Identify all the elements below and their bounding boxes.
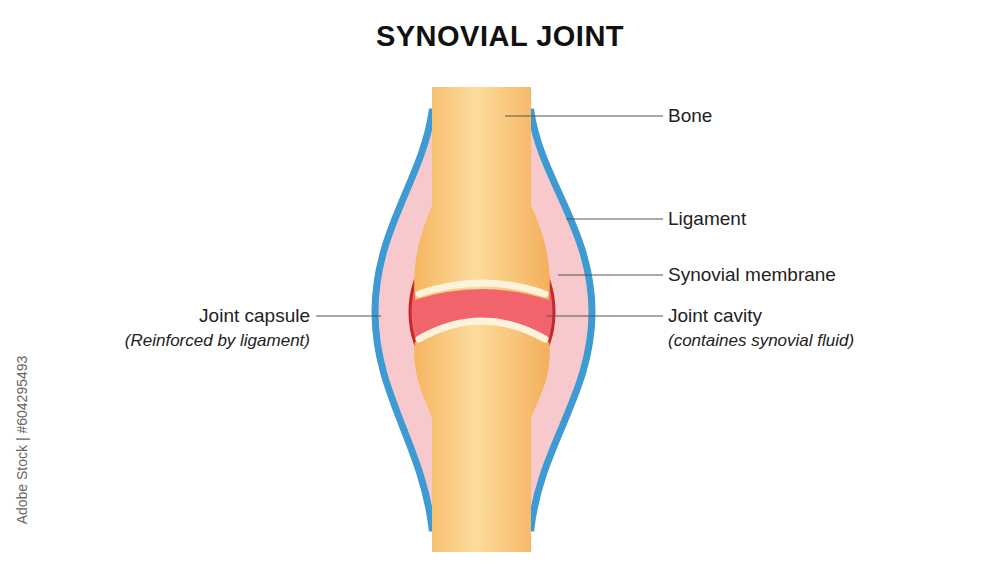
- leader-line: [505, 116, 663, 117]
- part-label: Bone: [668, 105, 712, 127]
- leader-lines: [316, 116, 663, 316]
- diagram-title: SYNOVIAL JOINT: [376, 20, 624, 53]
- upper-bone: [414, 87, 550, 300]
- lower-cartilage: [419, 321, 545, 339]
- leader-line: [316, 316, 381, 317]
- leader-line: [558, 275, 663, 276]
- part-label: Joint capsule: [199, 305, 310, 327]
- part-label: Synovial membrane: [668, 264, 836, 286]
- watermark: Adobe Stock | #604295493: [14, 356, 30, 525]
- part-label: Joint cavity: [668, 305, 762, 327]
- lower-bone: [414, 321, 550, 552]
- part-note: (containes synovial fluid): [668, 331, 854, 351]
- leader-line: [546, 316, 663, 317]
- upper-cartilage: [419, 283, 545, 294]
- part-label: Ligament: [668, 208, 746, 230]
- part-note: (Reinforced by ligament): [125, 331, 310, 351]
- leader-line: [566, 219, 663, 220]
